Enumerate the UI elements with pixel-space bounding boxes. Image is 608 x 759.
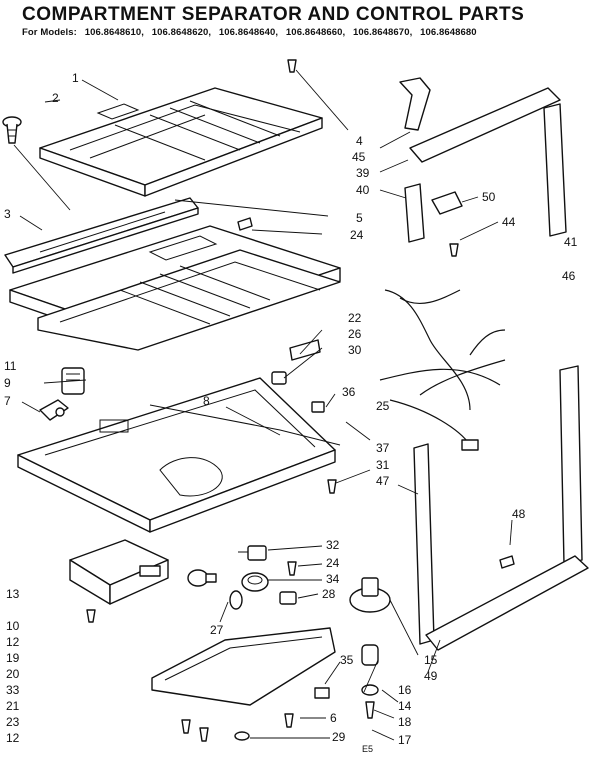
callout: 21 <box>6 699 20 713</box>
callout: 30 <box>348 343 362 357</box>
callout: 5 <box>356 211 363 225</box>
door-trim-39 <box>409 87 561 163</box>
page-title: COMPARTMENT SEPARATOR AND CONTROL PARTS <box>22 4 525 25</box>
screws <box>86 59 459 742</box>
callout: 32 <box>326 538 340 552</box>
callout: 40 <box>356 183 370 197</box>
separator-bottom-tray <box>17 377 341 533</box>
callout: 15 <box>424 653 438 667</box>
callout: 33 <box>6 683 20 697</box>
callout: 34 <box>326 572 340 586</box>
callout: 46 <box>562 269 576 283</box>
callout: 49 <box>424 669 438 683</box>
footer-mark: E5 <box>362 744 373 754</box>
model-number: 106.8648680 <box>420 27 477 38</box>
callout: 23 <box>6 715 20 729</box>
callout: 20 <box>6 667 20 681</box>
wiring-harness <box>379 289 506 451</box>
thermostat-15 <box>349 577 391 613</box>
callout: 17 <box>398 733 412 747</box>
model-list: For Models: 106.8648610, 106.8648620, 10… <box>22 27 482 38</box>
models-prefix: For Models: <box>22 27 77 38</box>
switch-part-32 <box>238 545 267 561</box>
callout: 25 <box>376 399 390 413</box>
callout: 2 <box>52 91 59 105</box>
callout: 44 <box>502 215 516 229</box>
separator-top-panel <box>39 87 323 197</box>
callout: 9 <box>4 376 11 390</box>
control-housing-13 <box>69 539 169 605</box>
callout: 45 <box>352 150 366 164</box>
callout: 13 <box>6 587 20 601</box>
model-number: 106.8648620, <box>151 27 212 38</box>
callout: 37 <box>376 441 390 455</box>
part-27 <box>229 590 243 610</box>
callout: 10 <box>6 619 20 633</box>
part-36 <box>311 401 325 413</box>
trim-47 <box>413 443 435 645</box>
socket-part-34 <box>241 572 269 592</box>
screw-2 <box>2 116 22 144</box>
callout: 1 <box>72 71 79 85</box>
light-bulb <box>187 569 217 587</box>
callout: 14 <box>398 699 412 713</box>
bracket-45 <box>399 77 431 131</box>
callout: 6 <box>330 711 337 725</box>
callout: 3 <box>4 207 11 221</box>
callout: 24 <box>326 556 340 570</box>
callout: 18 <box>398 715 412 729</box>
trim-41 <box>543 103 567 237</box>
model-number: 106.8648660, <box>285 27 346 38</box>
separator-middle-panel <box>9 225 341 351</box>
callout: 28 <box>322 587 336 601</box>
model-number: 106.8648670, <box>353 27 413 38</box>
bracket-part-7 <box>39 399 69 421</box>
callout: 47 <box>376 474 390 488</box>
strip-40 <box>404 183 425 243</box>
leader-lines <box>13 69 513 741</box>
callout: 26 <box>348 327 362 341</box>
callout: 50 <box>482 190 496 204</box>
part-26 <box>289 339 321 361</box>
callout: 39 <box>356 166 370 180</box>
divider-strip-3 <box>4 197 199 274</box>
trim-49 <box>425 555 589 651</box>
callout: 29 <box>332 730 346 744</box>
control-tray <box>151 627 336 706</box>
clip-50 <box>431 191 463 215</box>
callout: 19 <box>6 651 20 665</box>
callout: 12 <box>6 731 20 745</box>
callout: 24 <box>350 228 364 242</box>
callout: 36 <box>342 385 356 399</box>
part-30 <box>271 371 287 385</box>
callout: 8 <box>203 394 210 408</box>
callout: 27 <box>210 623 224 637</box>
callout: 11 <box>4 359 17 373</box>
model-number: 106.8648640, <box>218 27 279 38</box>
knob-16 <box>361 644 379 719</box>
part-24-clip <box>237 217 253 231</box>
part-28 <box>279 591 297 605</box>
callout: 41 <box>564 235 578 249</box>
callout: 4 <box>356 134 363 148</box>
callout: 31 <box>376 458 390 472</box>
model-number: 106.8648610, <box>84 27 145 38</box>
callout: 7 <box>4 394 11 408</box>
callout: 22 <box>348 311 362 325</box>
callout: 48 <box>512 507 526 521</box>
callout: 16 <box>398 683 412 697</box>
part-callouts: 1 2 3 4 45 39 40 50 44 41 46 5 24 22 26 … <box>4 71 578 754</box>
trim-46 <box>559 365 583 565</box>
callout: 35 <box>340 653 354 667</box>
callout: 12 <box>6 635 20 649</box>
part-48 <box>499 555 515 569</box>
